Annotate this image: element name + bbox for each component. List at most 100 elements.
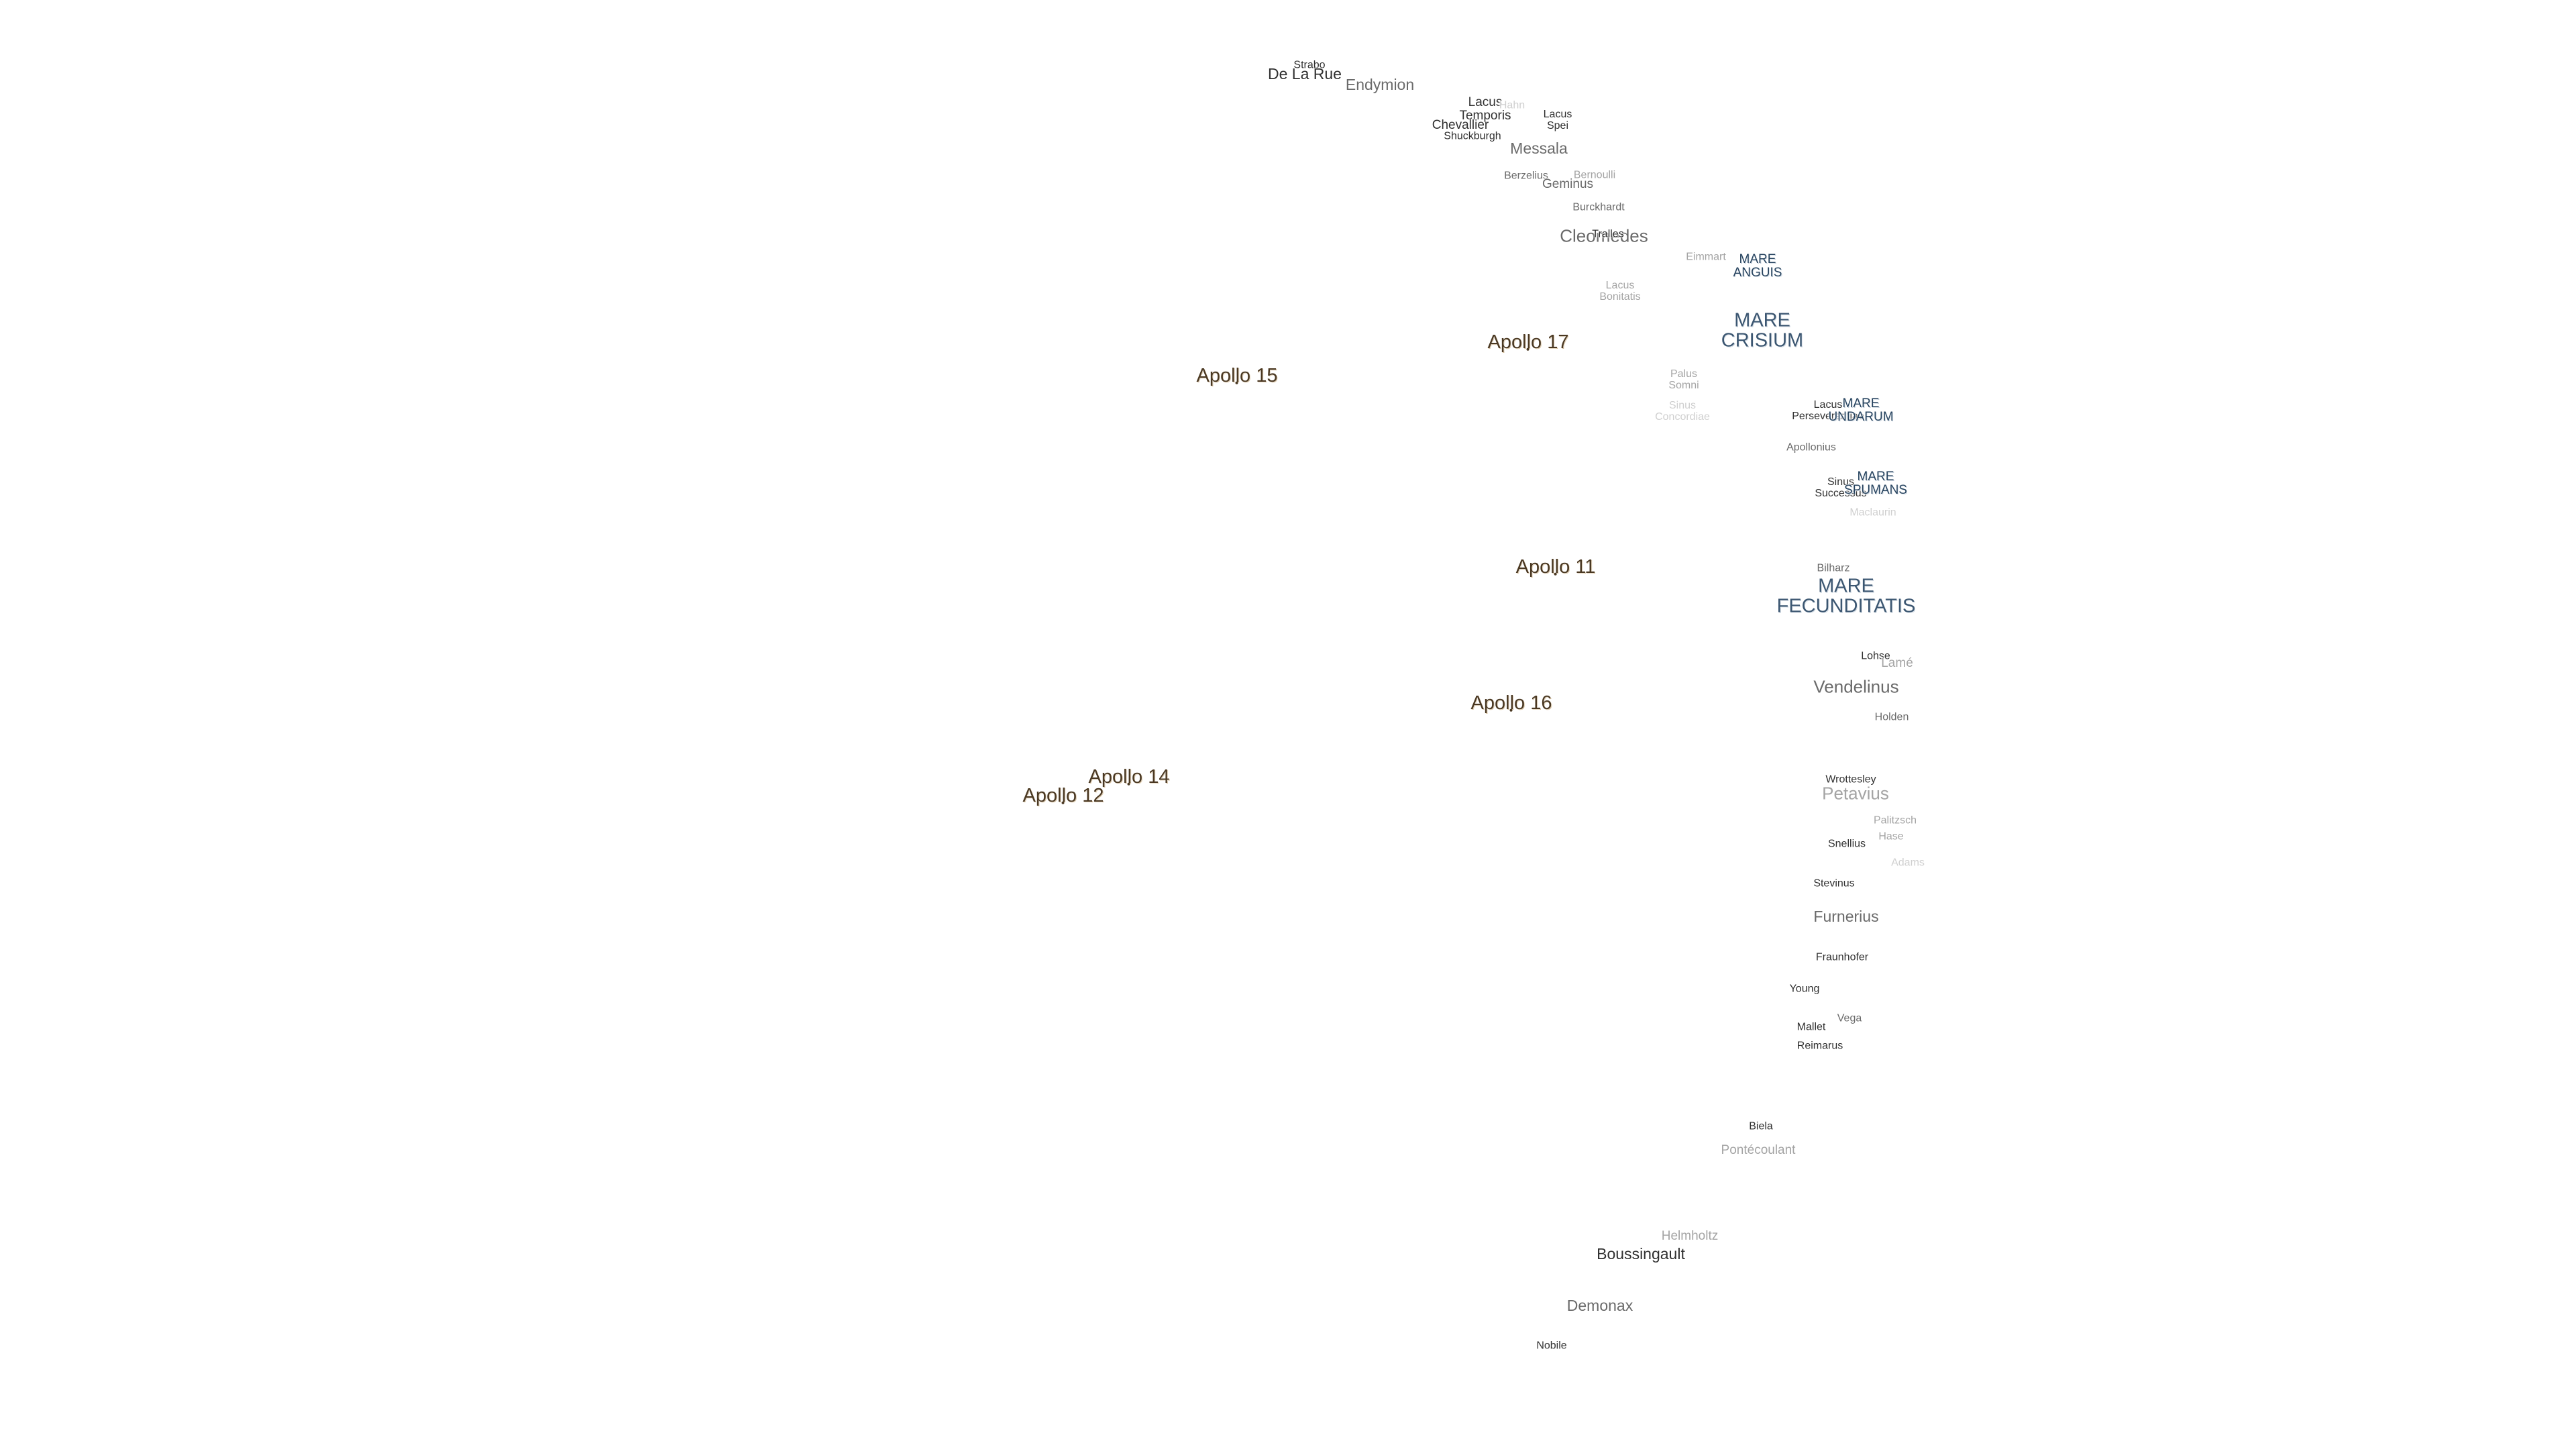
label-text: Bilharz (1817, 562, 1850, 574)
label-text: Pontécoulant (1721, 1143, 1796, 1158)
label-text: Concordiae (1655, 411, 1710, 423)
crater-label-nobile[interactable]: Nobile (1536, 1340, 1566, 1352)
label-text: Successus (1815, 488, 1867, 499)
label-text: Biela (1749, 1120, 1773, 1132)
crater-label-palitzsch[interactable]: Palitzsch (1874, 815, 1917, 827)
landing-site-marker-icon (1554, 573, 1557, 576)
landing-site-label-apollo-16[interactable]: Apollo 16 (1471, 692, 1552, 713)
crater-label-pontecoulant[interactable]: Pontécoulant (1721, 1144, 1796, 1157)
crater-label-berzelius[interactable]: Berzelius (1504, 170, 1548, 182)
label-text: Cleomedes (1560, 225, 1648, 246)
label-text: Hahn (1499, 99, 1525, 111)
crater-label-burckhardt[interactable]: Burckhardt (1572, 202, 1624, 214)
landing-site-label-apollo-14[interactable]: Apollo 14 (1089, 766, 1170, 787)
label-text: ANGUIS (1733, 266, 1782, 280)
crater-label-geminus[interactable]: Geminus (1542, 178, 1593, 191)
label-text: MARE (1739, 252, 1776, 267)
label-text: Eimmart (1686, 251, 1726, 263)
label-text: Apollonius (1786, 441, 1836, 453)
crater-label-shuckburgh[interactable]: Shuckburgh (1444, 131, 1501, 143)
label-text: Lacus (1543, 109, 1572, 121)
landing-site-label-apollo-11[interactable]: Apollo 11 (1516, 556, 1596, 577)
crater-label-chevallier[interactable]: Chevallier (1432, 119, 1489, 132)
crater-label-biela[interactable]: Biela (1749, 1120, 1773, 1133)
label-text: Lohse (1861, 650, 1890, 662)
landing-site-label-apollo-17[interactable]: Apollo 17 (1488, 331, 1569, 352)
crater-label-apollonius[interactable]: Apollonius (1786, 441, 1836, 454)
label-text: Sinus (1827, 476, 1855, 488)
label-text: Vega (1837, 1012, 1862, 1024)
crater-label-fraunhofer[interactable]: Fraunhofer (1815, 951, 1869, 964)
crater-label-endymion[interactable]: Endymion (1346, 76, 1414, 93)
crater-label-tralles[interactable]: Tralles (1592, 229, 1623, 241)
crater-label-holden[interactable]: Holden (1875, 712, 1909, 724)
crater-label-lame[interactable]: Lamé (1881, 657, 1913, 670)
crater-label-demonax[interactable]: Demonax (1567, 1297, 1633, 1313)
crater-label-stevinus[interactable]: Stevinus (1813, 877, 1855, 890)
crater-label-lohse[interactable]: Lohse (1861, 651, 1890, 663)
crater-label-messala[interactable]: Messala (1510, 140, 1568, 156)
landing-site-label-apollo-15[interactable]: Apollo 15 (1197, 365, 1278, 386)
label-text: Strabo (1293, 59, 1326, 71)
landing-site-label-apollo-12[interactable]: Apollo 12 (1023, 785, 1104, 806)
label-text: Messala (1510, 139, 1568, 157)
crater-label-cleomedes[interactable]: Cleomedes (1560, 225, 1648, 246)
crater-label-de-la-rue[interactable]: De La Rue (1268, 66, 1342, 82)
label-text: Stevinus (1813, 877, 1855, 890)
crater-label-boussingault[interactable]: Boussingault (1597, 1246, 1685, 1262)
crater-label-reimarus[interactable]: Reimarus (1796, 1040, 1843, 1053)
label-text: Shuckburgh (1444, 130, 1501, 142)
label-text: Temporis (1459, 109, 1511, 123)
crater-label-vendelinus[interactable]: Vendelinus (1813, 678, 1898, 696)
landing-site-marker-icon (1236, 382, 1238, 385)
label-text: Mallet (1796, 1021, 1826, 1033)
label-text: Helmholtz (1661, 1229, 1719, 1244)
crater-label-eimmart[interactable]: Eimmart (1686, 252, 1726, 264)
label-text: De La Rue (1268, 64, 1342, 83)
crater-label-maclaurin[interactable]: Maclaurin (1849, 507, 1896, 519)
label-text: MARE (1857, 470, 1894, 484)
crater-label-petavius[interactable]: Petavius (1822, 784, 1889, 803)
label-text: MARE (1818, 575, 1874, 597)
label-text: Fraunhofer (1815, 951, 1869, 963)
crater-label-bernoulli[interactable]: Bernoulli (1574, 170, 1615, 182)
crater-label-wrottesley[interactable]: Wrottesley (1825, 774, 1876, 786)
crater-label-furnerius[interactable]: Furnerius (1813, 908, 1878, 924)
crater-label-bilharz[interactable]: Bilharz (1817, 562, 1850, 575)
crater-label-mallet[interactable]: Mallet (1797, 1022, 1826, 1034)
crater-label-snellius[interactable]: Snellius (1828, 839, 1866, 851)
label-text: Palus (1670, 368, 1698, 380)
crater-label-helmholtz[interactable]: Helmholtz (1662, 1230, 1718, 1243)
label-text: CRISIUM (1721, 330, 1804, 352)
label-text: Snellius (1827, 838, 1866, 850)
crater-label-vega[interactable]: Vega (1837, 1012, 1862, 1025)
label-text: Holden (1874, 711, 1909, 723)
crater-label-hahn[interactable]: Hahn (1499, 99, 1525, 112)
label-text: Perseverantiae (1792, 411, 1864, 422)
crater-label-adams[interactable]: Adams (1891, 857, 1925, 869)
crater-label-hase[interactable]: Hase (1878, 830, 1904, 843)
label-text: Reimarus (1796, 1040, 1843, 1052)
label-text: Geminus (1542, 177, 1594, 192)
label-text: Lacus (1468, 95, 1503, 110)
landing-site-marker-icon (1510, 709, 1513, 712)
label-text: Boussingault (1597, 1244, 1685, 1263)
label-text: Chevallier (1432, 118, 1489, 133)
label-text: FECUNDITATIS (1776, 596, 1916, 617)
crater-label-young[interactable]: Young (1790, 983, 1820, 996)
crater-label-strabo[interactable]: Strabo (1293, 60, 1325, 72)
label-text: Hase (1878, 830, 1904, 843)
